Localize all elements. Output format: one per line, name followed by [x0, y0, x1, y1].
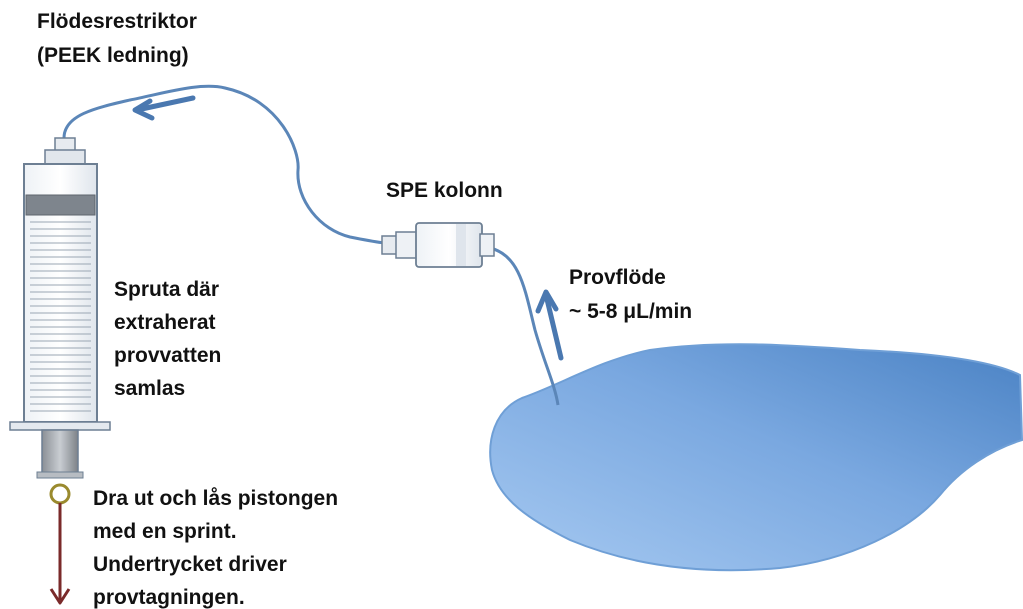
syringe-label-line: extraherat: [114, 311, 216, 334]
sample-flow-arrow: [535, 289, 564, 361]
restrictor-flow-arrow: [132, 95, 196, 121]
piston-label-line: Undertrycket driver: [93, 553, 287, 576]
syringe-label-line: provvatten: [114, 344, 221, 367]
sample-flow-label: Provflöde ~ 5-8 μL/min: [569, 266, 692, 323]
syringe-label-line: Spruta där: [114, 278, 219, 301]
restrictor-label-line: Flödesrestriktor: [37, 10, 197, 33]
restrictor-label: Flödesrestriktor (PEEK ledning): [37, 10, 203, 67]
syringe-label-line: samlas: [114, 377, 185, 400]
restrictor-label-line: (PEEK ledning): [37, 44, 189, 67]
sample-tubing: [489, 246, 560, 406]
syringe: [9, 137, 111, 479]
water-pool: [489, 343, 1023, 572]
spe-column-label: SPE kolonn: [386, 179, 503, 202]
syringe-label: Spruta där extraherat provvatten samlas: [114, 278, 227, 400]
piston-label: Dra ut och lås pistongen med en sprint. …: [93, 487, 344, 609]
spe-column: [381, 222, 495, 268]
peek-tubing: [62, 84, 386, 245]
piston-label-line: Dra ut och lås pistongen: [93, 487, 338, 510]
piston-label-line: provtagningen.: [93, 586, 245, 609]
piston-pull-arrow: [49, 483, 71, 605]
sample-flow-label-line: Provflöde: [569, 266, 666, 289]
piston-label-line: med en sprint.: [93, 520, 237, 543]
sample-flow-rate: ~ 5-8 μL/min: [569, 300, 692, 323]
